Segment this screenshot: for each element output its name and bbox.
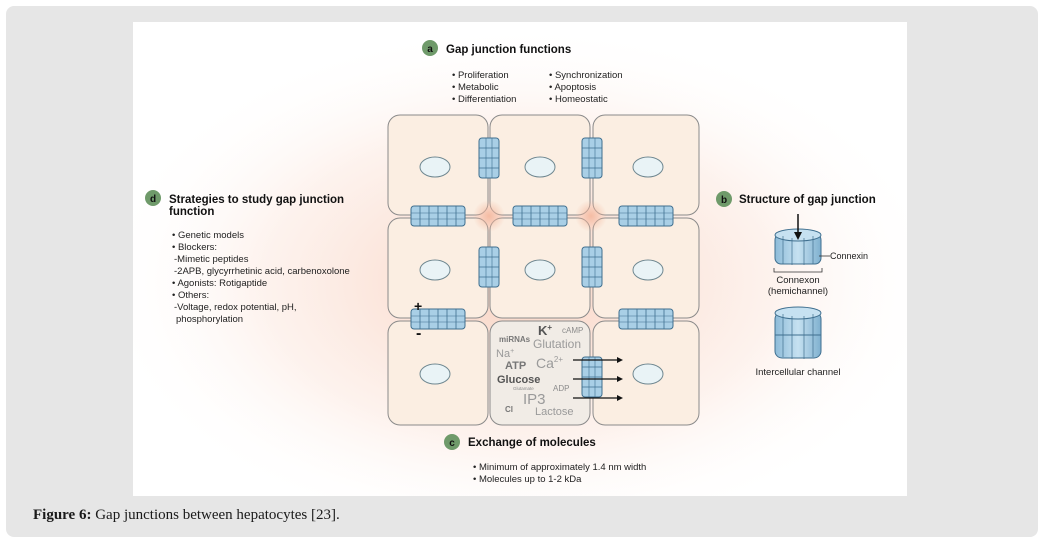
nucleus — [419, 363, 451, 385]
molecule-lactose: Lactose — [535, 406, 574, 418]
panel-a-item: • Metabolic — [452, 82, 499, 93]
plus-sign: + — [414, 298, 422, 314]
junction-glow — [473, 200, 505, 232]
molecule-k: K+ — [538, 323, 552, 338]
panel-d-item: phosphorylation — [176, 314, 243, 325]
molecule-glutation: Glutation — [533, 337, 581, 351]
panel-d-item: -Voltage, redox potential, pH, — [174, 302, 297, 313]
panel-c-letter: c — [449, 438, 455, 449]
nucleus — [632, 259, 664, 281]
panel-b-title: Structure of gap junction — [739, 194, 876, 206]
panel-c: c Exchange of molecules • Minimum of app… — [444, 434, 646, 485]
molecule-adp: ADP — [553, 384, 569, 393]
figure-caption-text: Gap junctions between hepatocytes [23]. — [91, 507, 340, 523]
horizontal-gap-junction — [618, 205, 674, 227]
molecule-ip3: IP3 — [523, 391, 546, 408]
hemichannel-label: (hemichannel) — [768, 286, 828, 297]
intercellular-channel-illustration — [774, 306, 822, 359]
molecule-atp: ATP — [505, 360, 526, 372]
panel-d-title: function — [169, 206, 214, 218]
connexin-label: Connexin — [830, 251, 868, 261]
figure-caption: Figure 6: Gap junctions between hepatocy… — [33, 507, 340, 524]
panel-d-item: • Others: — [172, 290, 209, 301]
panel-c-badge — [444, 434, 460, 450]
panel-d-item: -Mimetic peptides — [174, 254, 249, 265]
gap-junction-figure: + - K+ cAMP miRNAs Glutation Na+ ATP Ca2… — [133, 22, 907, 496]
panel-a-letter: a — [427, 44, 433, 55]
connexon-label: Connexon — [776, 275, 819, 286]
figure-caption-label: Figure 6: — [33, 507, 92, 523]
panel-a-item: • Apoptosis — [549, 82, 596, 93]
nucleus — [524, 156, 556, 178]
nucleus — [632, 156, 664, 178]
molecule-glutamate: Glutamate — [513, 386, 534, 391]
panel-d-item: -2APB, glycyrrhetinic acid, carbenoxolon… — [174, 266, 350, 277]
molecule-labels: K+ cAMP miRNAs Glutation Na+ ATP Ca2+ Gl… — [496, 323, 583, 418]
panel-c-item: • Minimum of approximately 1.4 nm width — [473, 462, 646, 473]
horizontal-gap-junction — [618, 308, 674, 330]
nucleus — [419, 259, 451, 281]
panel-a-item: • Homeostatic — [549, 94, 608, 105]
panel-d: d Strategies to study gap junction funct… — [145, 190, 350, 325]
panel-a-item: • Synchronization — [549, 70, 623, 81]
panel-d-badge — [145, 190, 161, 206]
horizontal-gap-junction — [410, 205, 466, 227]
connexon-illustration — [774, 214, 822, 265]
vertical-gap-junction — [478, 137, 500, 179]
panel-a-item: • Proliferation — [452, 70, 509, 81]
panel-c-title: Exchange of molecules — [468, 437, 596, 449]
molecule-mirnas: miRNAs — [499, 335, 531, 344]
nucleus — [524, 259, 556, 281]
vertical-gap-junction — [581, 137, 603, 179]
nuclei — [419, 156, 664, 385]
molecule-camp: cAMP — [562, 326, 583, 335]
molecule-cl: Cl — [505, 405, 513, 414]
junction-glow — [575, 200, 607, 232]
vertical-gap-junction — [478, 246, 500, 288]
panel-a-badge — [422, 40, 438, 56]
horizontal-gap-junction — [512, 205, 568, 227]
panel-b-letter: b — [721, 195, 727, 206]
vertical-gap-junction — [581, 246, 603, 288]
molecule-glucose: Glucose — [497, 374, 540, 386]
panel-a: a Gap junction functions • Proliferation… — [422, 40, 623, 105]
panel-a-title: Gap junction functions — [446, 44, 571, 56]
panel-a-item: • Differentiation — [452, 94, 516, 105]
minus-sign: - — [416, 325, 421, 342]
connexon-bracket — [773, 268, 823, 273]
panel-b-badge — [716, 191, 732, 207]
vertical-gap-junction — [581, 356, 603, 398]
panel-d-item: • Blockers: — [172, 242, 217, 253]
panel-b: b Structure of gap junction Connexin Con… — [716, 191, 876, 378]
panel-d-letter: d — [150, 194, 156, 205]
panel-c-item: • Molecules up to 1-2 kDa — [473, 474, 582, 485]
panel-d-title: Strategies to study gap junction — [169, 194, 344, 206]
panel-d-item: • Genetic models — [172, 230, 244, 241]
molecule-ca: Ca2+ — [536, 355, 563, 371]
intercellular-channel-label: Intercellular channel — [755, 367, 840, 378]
molecule-na: Na+ — [496, 348, 514, 360]
transport-arrows — [573, 357, 623, 401]
panel-d-item: • Agonists: Rotigaptide — [172, 278, 267, 289]
nucleus — [632, 363, 664, 385]
nucleus — [419, 156, 451, 178]
